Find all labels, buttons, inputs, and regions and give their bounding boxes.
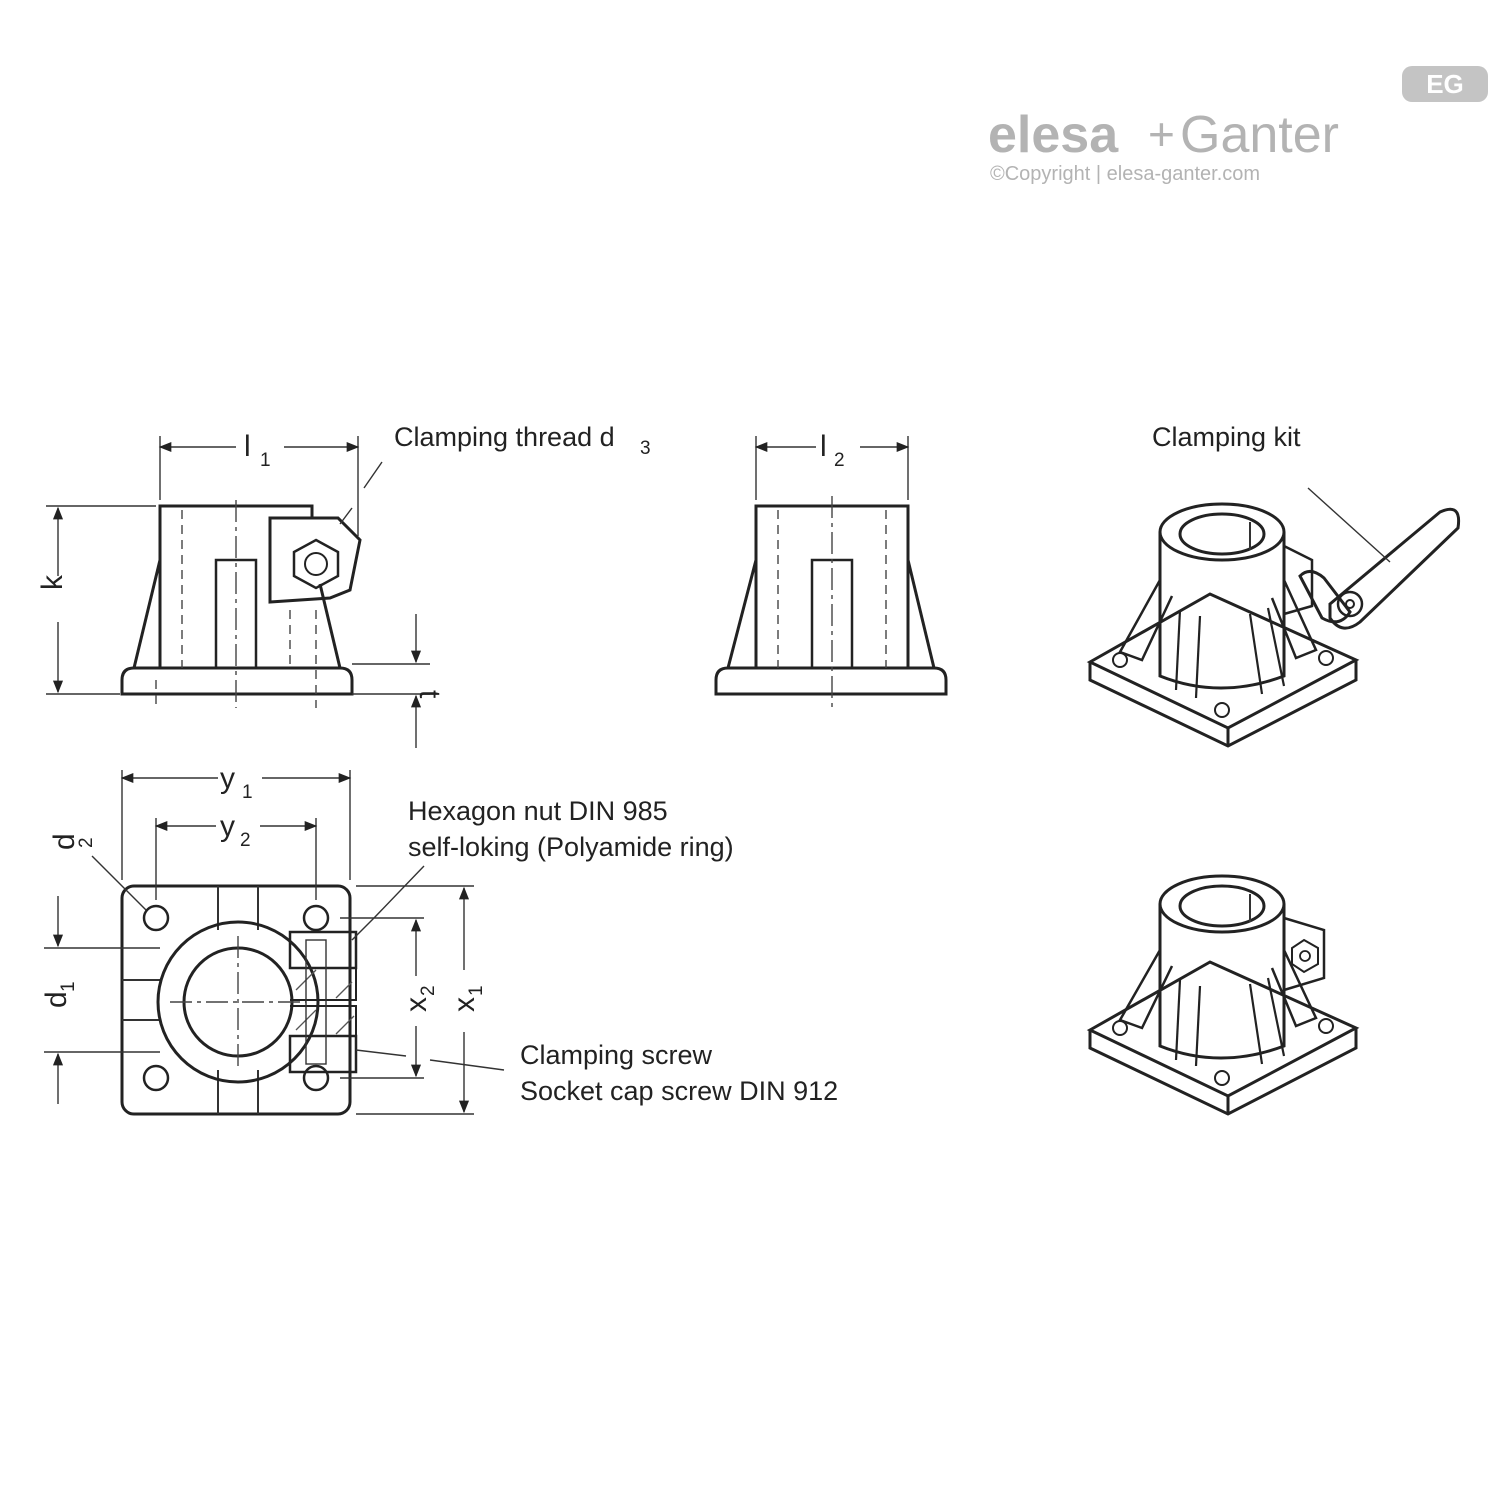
label-clamping-screw-line2: Socket cap screw DIN 912 — [520, 1076, 838, 1106]
dim-y2-sub: 2 — [240, 830, 251, 851]
label-hex-nut-line1: Hexagon nut DIN 985 — [408, 796, 668, 826]
logo-plus: + — [1148, 108, 1175, 160]
label-clamping-thread: Clamping thread d — [394, 422, 615, 452]
dim-y1-sub: 1 — [242, 782, 253, 803]
isometric-view-plain — [1086, 874, 1360, 1116]
dim-d1: d — [40, 991, 73, 1008]
eg-badge-icon — [1402, 66, 1488, 102]
copyright-text: ©Copyright | elesa-ganter.com — [990, 163, 1260, 185]
side-view — [714, 436, 948, 708]
logo-elesa: elesa — [988, 106, 1119, 164]
dim-l2: l — [820, 430, 827, 463]
dim-x2: x — [400, 997, 433, 1012]
label-hex-nut-line2: self-loking (Polyamide ring) — [408, 832, 734, 862]
front-view — [46, 436, 430, 748]
top-view — [44, 770, 505, 1116]
label-clamping-screw-line1: Clamping screw — [520, 1040, 713, 1070]
label-clamping-thread-sub: 3 — [640, 438, 651, 459]
brand-logo: EG elesa + Ganter ©Copyright | elesa-gan… — [988, 66, 1488, 185]
dim-x2-sub: 2 — [418, 985, 439, 996]
dim-l1-sub: 1 — [260, 450, 271, 471]
dim-l1: l — [244, 430, 251, 463]
eg-badge-text: EG — [1426, 69, 1464, 99]
dim-y2: y — [220, 810, 235, 843]
logo-ganter: Ganter — [1180, 106, 1339, 164]
label-clamping-kit: Clamping kit — [1152, 422, 1301, 452]
dim-y1: y — [220, 762, 235, 795]
dim-t: t — [413, 690, 446, 699]
dim-d2-sub: 2 — [76, 837, 97, 848]
dim-d2: d — [48, 833, 81, 850]
dim-l2-sub: 2 — [834, 450, 845, 471]
dim-k: k — [36, 574, 69, 590]
dim-d1-sub: 1 — [58, 981, 79, 992]
dim-x1-sub: 1 — [466, 985, 487, 996]
isometric-view-with-kit — [1086, 487, 1461, 748]
dim-x1: x — [448, 997, 481, 1012]
